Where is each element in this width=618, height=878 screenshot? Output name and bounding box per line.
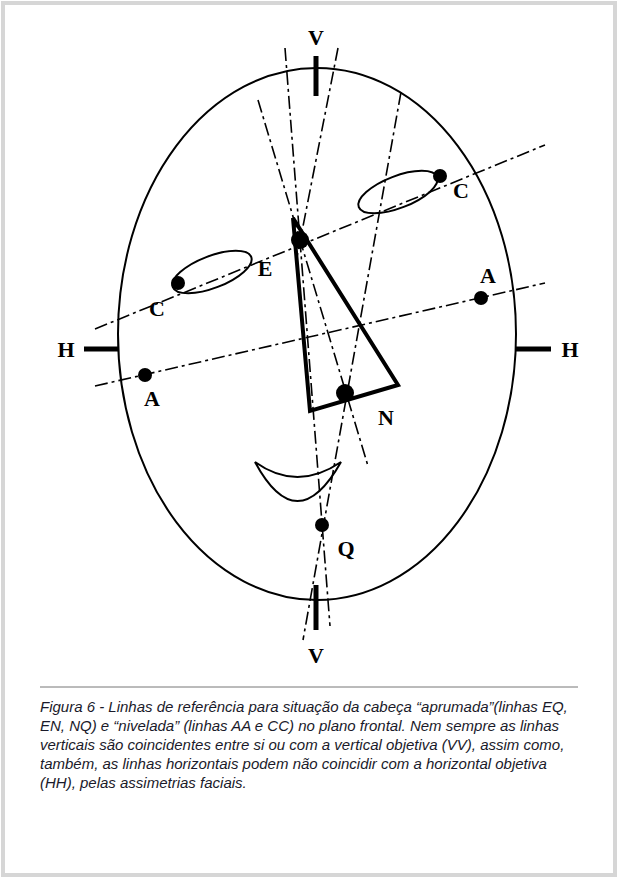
reference-lines xyxy=(95,48,545,640)
point-label: A xyxy=(480,265,496,287)
point-label: A xyxy=(144,388,160,410)
objective-axes xyxy=(84,56,551,630)
point-label: V xyxy=(308,645,324,667)
point-label: H xyxy=(57,339,74,361)
point-label: Q xyxy=(337,538,354,560)
point-label: C xyxy=(149,298,165,320)
point-label: V xyxy=(308,27,324,49)
nose-triangle xyxy=(293,218,398,411)
point-label: C xyxy=(453,180,469,202)
figure-caption: Figura 6 - Linhas de referência para sit… xyxy=(40,697,580,792)
eyes xyxy=(167,162,443,302)
point-label: E xyxy=(258,258,273,280)
face-outline xyxy=(118,68,516,600)
point-label: H xyxy=(561,339,578,361)
caption-rule xyxy=(40,687,578,688)
frame xyxy=(3,3,615,875)
point-label: N xyxy=(378,407,394,429)
landmark-points xyxy=(138,169,488,532)
